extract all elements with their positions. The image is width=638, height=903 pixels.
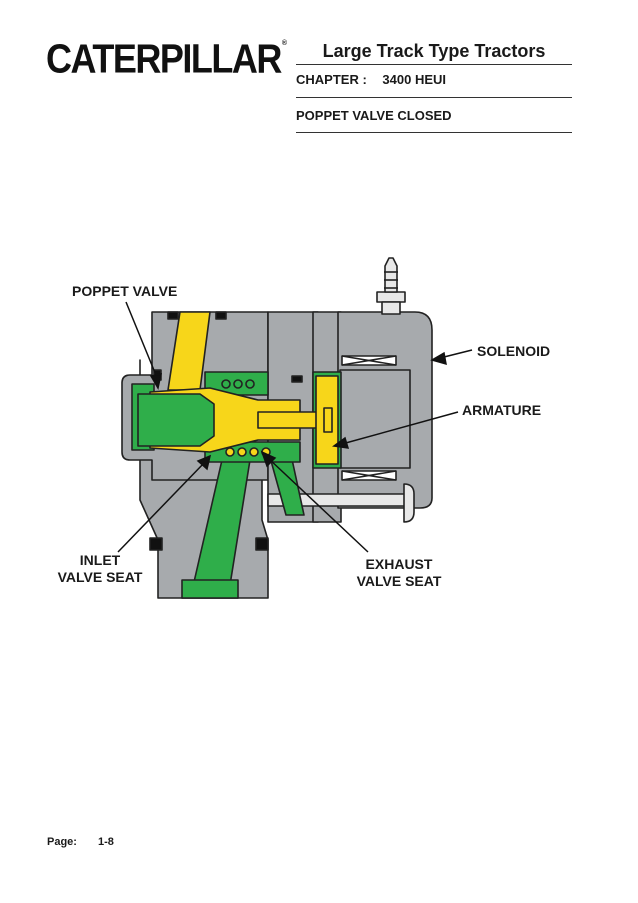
- connector-pin: [384, 257, 398, 293]
- label-poppet-valve: POPPET VALVE: [72, 283, 178, 299]
- solenoid-arrowhead: [430, 351, 447, 366]
- label-exhaust-valve-seat: EXHAUST VALVE SEAT: [343, 556, 455, 590]
- logo-text: CATERPILLAR: [46, 35, 282, 82]
- header-rule-2: [296, 97, 572, 98]
- label-inlet-line1: INLET: [79, 552, 121, 568]
- connector-base: [376, 291, 406, 303]
- seal-top-left: [167, 311, 179, 320]
- label-exhaust-line2: VALVE SEAT: [356, 573, 442, 589]
- page-number: 1-8: [98, 836, 114, 848]
- upper-spring: [221, 379, 255, 389]
- connector-neck: [381, 301, 401, 315]
- solenoid-cavity: [339, 369, 411, 469]
- label-inlet-line2: VALVE SEAT: [57, 569, 143, 585]
- seal-top-right: [215, 311, 227, 320]
- armature-notch: [323, 407, 333, 433]
- page-label: Page:: [47, 836, 77, 848]
- section-title: POPPET VALVE CLOSED: [296, 108, 452, 123]
- page-footer: Page: 1-8: [47, 836, 114, 848]
- poppet-leader: [125, 301, 159, 381]
- armature-arrowhead: [332, 436, 350, 449]
- outlet-port: [181, 579, 239, 599]
- label-solenoid: SOLENOID: [477, 343, 551, 359]
- caterpillar-logo: CATERPILLAR ®: [46, 37, 287, 80]
- label-armature: ARMATURE: [462, 402, 542, 418]
- inlet-leader: [117, 461, 206, 553]
- chapter-value: 3400 HEUI: [382, 72, 446, 87]
- coil-top-x2: [341, 355, 397, 366]
- inlet-arrowhead: [196, 454, 212, 471]
- seal-lower-right: [255, 537, 269, 551]
- coil-bottom-x2: [341, 470, 397, 481]
- header-rule-3: [296, 132, 572, 133]
- chapter-label: CHAPTER :: [296, 72, 367, 87]
- exhaust-leader: [267, 457, 369, 553]
- exhaust-arrowhead: [260, 450, 277, 468]
- header-rule-1: [296, 64, 572, 65]
- seal-lower-left: [149, 537, 163, 551]
- label-exhaust-line1: EXHAUST: [365, 556, 433, 572]
- registered-mark: ®: [281, 40, 287, 47]
- label-inlet-valve-seat: INLET VALVE SEAT: [44, 552, 156, 586]
- armature-leader: [341, 411, 459, 445]
- seal-mid: [291, 375, 303, 383]
- document-title: Large Track Type Tractors: [322, 41, 546, 61]
- poppet-core: [137, 393, 215, 447]
- bolt-head: [403, 483, 415, 523]
- poppet-arrowhead: [149, 373, 162, 391]
- chapter-line: CHAPTER : 3400 HEUI: [296, 72, 446, 88]
